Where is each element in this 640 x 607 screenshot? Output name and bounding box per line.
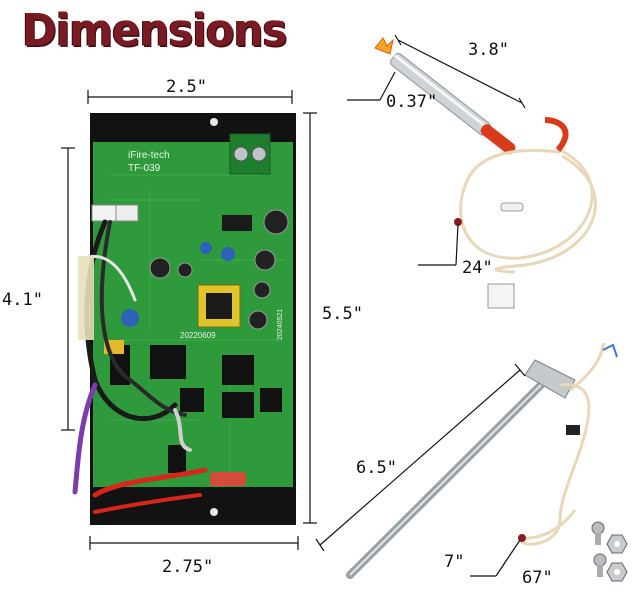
page-title: Dimensions bbox=[22, 4, 288, 57]
igniter-dimension-lines bbox=[347, 34, 526, 266]
screws-and-nuts bbox=[591, 521, 628, 582]
probe-cable-label: 67" bbox=[522, 568, 553, 588]
hot-rod-igniter bbox=[374, 37, 597, 309]
board-height-right-label: 5.5" bbox=[322, 304, 363, 324]
igniter-cable-label: 24" bbox=[462, 258, 493, 278]
control-board: iFire-tech TF-039 20220609 20240521 bbox=[72, 113, 296, 525]
board-date-code-2: 20240521 bbox=[277, 309, 284, 340]
mount-hole-bottom bbox=[210, 508, 218, 516]
probe-rod-label: 7" bbox=[444, 552, 465, 572]
board-width-top-label: 2.5" bbox=[166, 77, 207, 97]
igniter-diameter-label: 0.37" bbox=[386, 92, 438, 112]
probe-dimension-lines bbox=[315, 363, 526, 577]
board-model: TF-039 bbox=[128, 163, 161, 174]
board-height-left-label: 4.1" bbox=[2, 290, 43, 310]
fuse bbox=[500, 202, 524, 212]
igniter-length-label: 3.8" bbox=[468, 40, 509, 60]
board-width-bottom-label: 2.75" bbox=[162, 557, 214, 577]
temperature-probe bbox=[346, 342, 618, 579]
mount-hole-top bbox=[210, 118, 218, 126]
board-date-code-1: 20220609 bbox=[180, 331, 216, 340]
ic-chip bbox=[222, 215, 252, 231]
board-dimension-lines bbox=[61, 90, 317, 550]
igniter-connector bbox=[487, 283, 515, 309]
probe-length-label: 6.5" bbox=[356, 458, 397, 478]
board-brand: iFire-tech bbox=[128, 150, 170, 161]
